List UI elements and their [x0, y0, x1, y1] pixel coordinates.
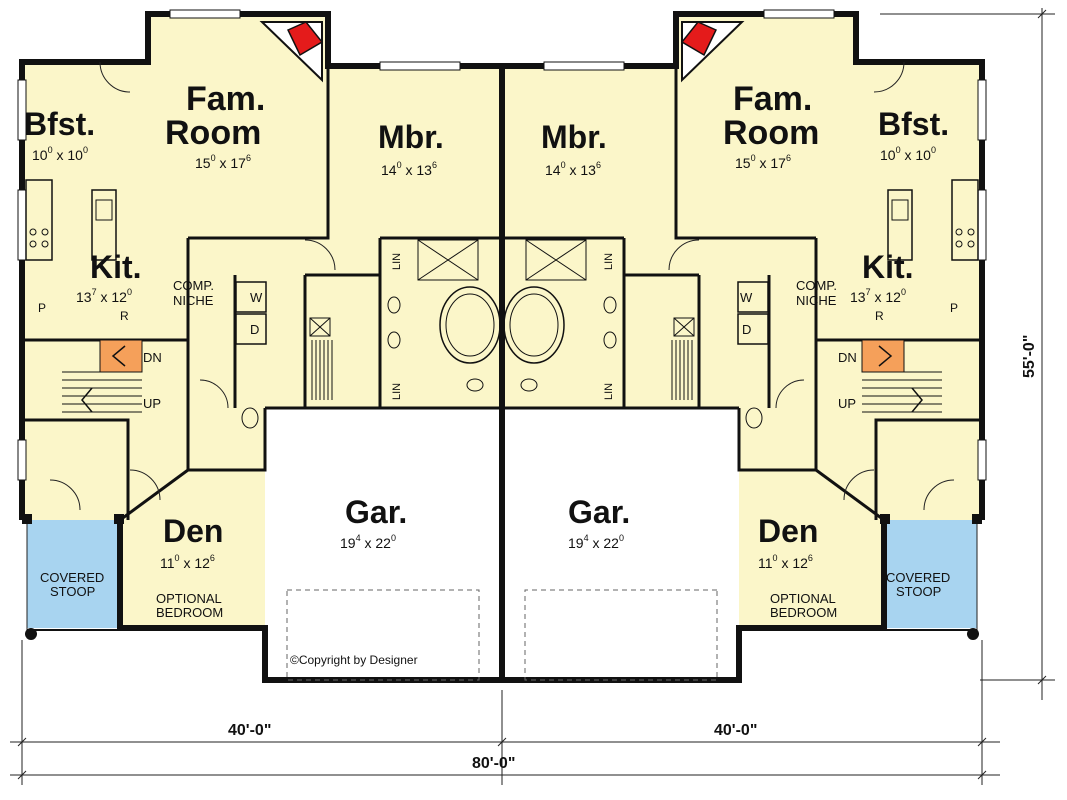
room-gar-right: Gar. — [568, 494, 630, 530]
dim-mbr-left: 140 x 136 — [381, 160, 437, 178]
den-note-left-1: OPTIONAL — [156, 591, 222, 606]
stoop-right-2: STOOP — [896, 584, 941, 599]
room-fam-right-2: Room — [723, 114, 819, 152]
room-fam-left-2: Room — [165, 114, 261, 152]
dim-mbr-right: 140 x 136 — [545, 160, 601, 178]
label-up-right: UP — [838, 396, 856, 411]
dim-kit-left: 137 x 120 — [76, 287, 132, 305]
room-fam-left-1: Fam. — [186, 80, 265, 118]
room-den-right: Den — [758, 513, 818, 549]
room-kit-right: Kit. — [862, 249, 914, 285]
room-bfst-left: Bfst. — [24, 106, 95, 142]
dim-fam-left: 150 x 176 — [195, 153, 251, 171]
dim-depth: 55'-0" — [1021, 335, 1038, 378]
room-mbr-left: Mbr. — [378, 119, 444, 155]
label-lin-right-1: LIN — [603, 253, 615, 270]
label-pantry-left: P — [38, 301, 46, 315]
label-d-right: D — [742, 322, 751, 337]
label-w-left: W — [250, 290, 263, 305]
dim-gar-left: 194 x 220 — [340, 533, 396, 551]
label-d-left: D — [250, 322, 259, 337]
label-w-right: W — [740, 290, 753, 305]
label-up-left: UP — [143, 396, 161, 411]
label-dn-left: DN — [143, 350, 162, 365]
dim-right-width: 40'-0" — [714, 722, 757, 739]
niche-left-1: COMP. — [173, 278, 214, 293]
dimension-lines — [10, 8, 1055, 785]
room-bfst-right: Bfst. — [878, 106, 949, 142]
dim-total-width: 80'-0" — [472, 755, 515, 772]
stoop-left-2: STOOP — [50, 584, 95, 599]
label-lin-right-2: LIN — [603, 383, 615, 400]
dim-left-width: 40'-0" — [228, 722, 271, 739]
dim-bfst-left: 100 x 100 — [32, 145, 88, 163]
dim-fam-right: 150 x 176 — [735, 153, 791, 171]
dim-bfst-right: 100 x 100 — [880, 145, 936, 163]
label-dn-right: DN — [838, 350, 857, 365]
niche-right-1: COMP. — [796, 278, 837, 293]
dim-gar-right: 194 x 220 — [568, 533, 624, 551]
labels-left: Bfst. 100 x 100 Fam. Room 150 x 176 Mbr.… — [24, 80, 444, 620]
room-den-left: Den — [163, 513, 223, 549]
den-note-right-2: BEDROOM — [770, 605, 837, 620]
dim-den-left: 110 x 126 — [160, 553, 215, 571]
dim-kit-right: 137 x 120 — [850, 287, 906, 305]
den-note-right-1: OPTIONAL — [770, 591, 836, 606]
niche-left-2: NICHE — [173, 293, 214, 308]
label-lin-left-2: LIN — [391, 383, 403, 400]
room-gar-left: Gar. — [345, 494, 407, 530]
dim-den-right: 110 x 126 — [758, 553, 813, 571]
den-note-left-2: BEDROOM — [156, 605, 223, 620]
label-lin-left-1: LIN — [391, 253, 403, 270]
stoop-left-1: COVERED — [40, 570, 104, 585]
labels-right: Bfst. 100 x 100 Fam. Room 150 x 176 Mbr.… — [541, 80, 958, 620]
room-fam-right-1: Fam. — [733, 80, 812, 118]
stoop-right-1: COVERED — [886, 570, 950, 585]
niche-right-2: NICHE — [796, 293, 837, 308]
copyright: ©Copyright by Designer — [290, 653, 418, 667]
room-kit-left: Kit. — [90, 249, 142, 285]
label-r-left: R — [120, 309, 129, 323]
room-mbr-right: Mbr. — [541, 119, 607, 155]
label-pantry-right: P — [950, 301, 958, 315]
label-r-right: R — [875, 309, 884, 323]
